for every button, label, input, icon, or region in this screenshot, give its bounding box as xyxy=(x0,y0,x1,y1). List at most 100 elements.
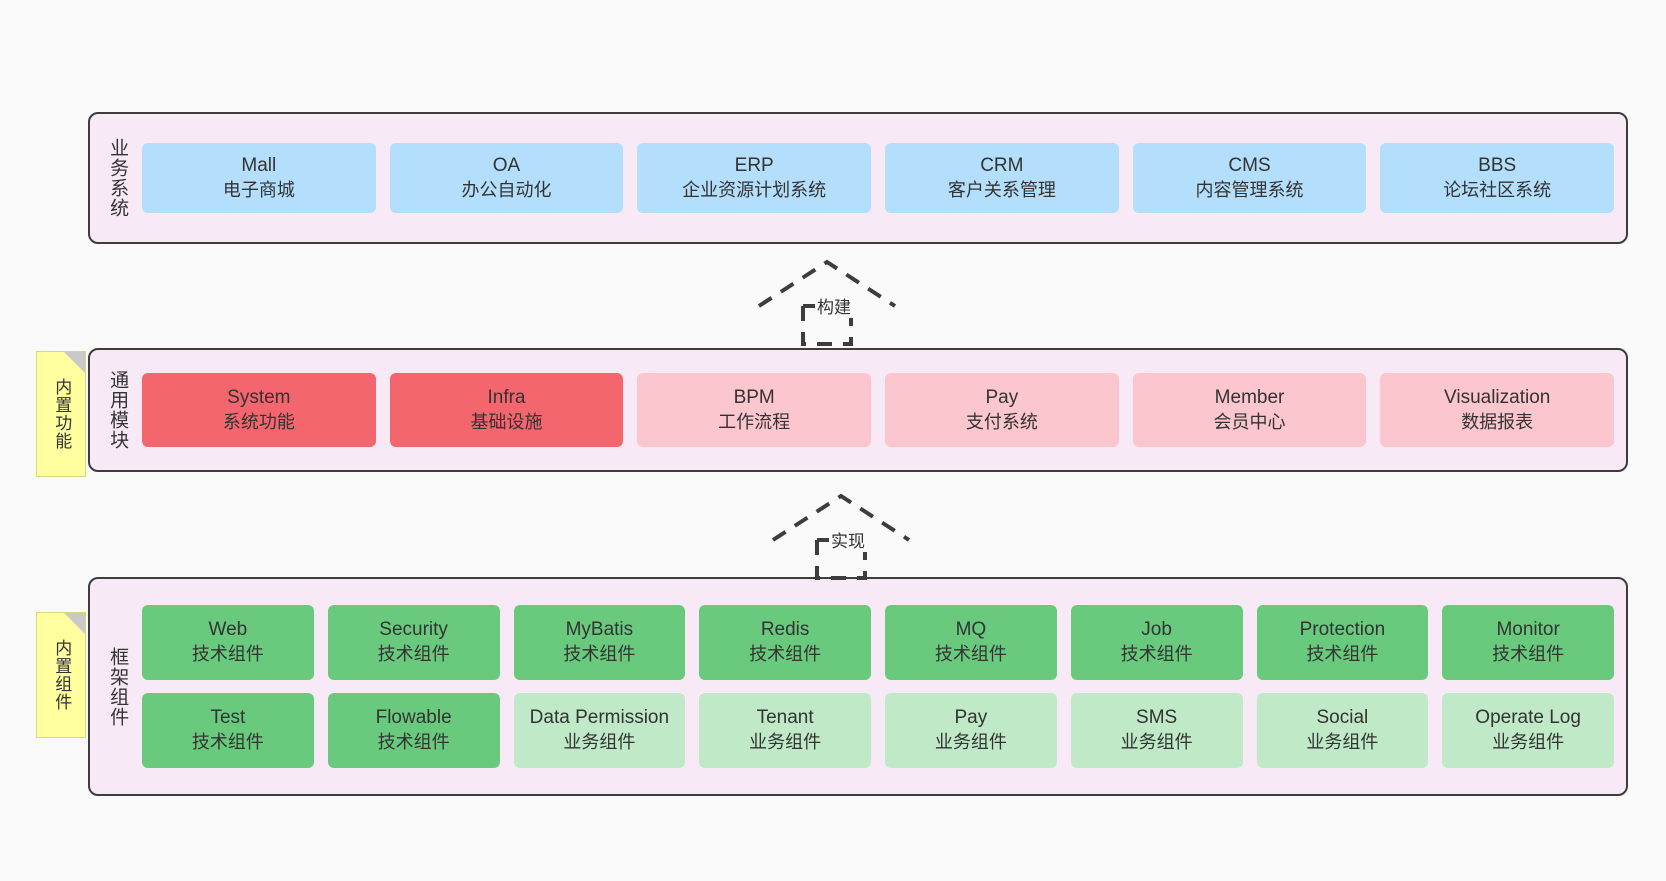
cell-mq[interactable]: MQ 技术组件 xyxy=(885,605,1057,680)
cell-operate-log-cn: 业务组件 xyxy=(1492,732,1565,753)
connector-implement-label: 实现 xyxy=(829,527,867,552)
cell-member-cn: 会员中心 xyxy=(1213,411,1286,432)
cell-bbs[interactable]: BBS 论坛社区系统 xyxy=(1380,143,1615,213)
cell-redis-cn: 技术组件 xyxy=(749,644,822,665)
cell-sms-cn: 业务组件 xyxy=(1120,732,1193,753)
cell-data-permission-en: Data Permission xyxy=(529,707,670,729)
cell-cms-cn: 内容管理系统 xyxy=(1195,179,1304,200)
cell-visualization-en: Visualization xyxy=(1444,386,1551,408)
cell-redis[interactable]: Redis 技术组件 xyxy=(699,605,871,680)
page-fold-icon xyxy=(64,613,85,634)
cell-erp-en: ERP xyxy=(734,154,774,176)
cell-social-en: Social xyxy=(1316,707,1369,729)
cell-bpm-en: BPM xyxy=(733,386,775,408)
cell-oa-cn: 办公自动化 xyxy=(461,179,552,200)
cell-tenant-cn: 业务组件 xyxy=(749,732,822,753)
cell-test-en: Test xyxy=(210,707,246,729)
cell-cms-en: CMS xyxy=(1228,154,1271,176)
cell-social[interactable]: Social 业务组件 xyxy=(1256,693,1429,768)
cell-tenant-en: Tenant xyxy=(756,707,814,729)
row-framework-2: Test 技术组件 Flowable 技术组件 Data Permission … xyxy=(142,693,1614,768)
cell-infra-cn: 基础设施 xyxy=(470,411,543,432)
cell-mall-en: Mall xyxy=(241,154,277,176)
cell-mall[interactable]: Mall 电子商城 xyxy=(142,143,376,213)
cell-crm-en: CRM xyxy=(980,154,1024,176)
cell-erp[interactable]: ERP 企业资源计划系统 xyxy=(637,143,872,213)
cell-sms[interactable]: SMS 业务组件 xyxy=(1070,693,1243,768)
cell-protection-en: Protection xyxy=(1299,619,1386,641)
cell-pay-component-en: Pay xyxy=(954,707,988,729)
row-common-1: System 系统功能 Infra 基础设施 BPM 工作流程 Pay 支付系统… xyxy=(142,373,1615,447)
cell-monitor-cn: 技术组件 xyxy=(1492,644,1565,665)
layer-common-module: 通用模块 System 系统功能 Infra 基础设施 BPM 工作流程 Pay… xyxy=(88,348,1628,472)
cell-security[interactable]: Security 技术组件 xyxy=(327,605,500,680)
sticky-note-builtin-function-label: 内置功能 xyxy=(52,378,72,450)
cell-mall-cn: 电子商城 xyxy=(222,179,295,200)
connector-implement: 实现 xyxy=(771,492,911,580)
layer-common-cells: System 系统功能 Infra 基础设施 BPM 工作流程 Pay 支付系统… xyxy=(132,360,1615,460)
cell-flowable-en: Flowable xyxy=(375,707,452,729)
cell-mq-cn: 技术组件 xyxy=(934,644,1007,665)
cell-bpm[interactable]: BPM 工作流程 xyxy=(637,373,872,447)
cell-data-permission-cn: 业务组件 xyxy=(563,732,636,753)
cell-monitor-en: Monitor xyxy=(1496,619,1560,641)
cell-mq-en: MQ xyxy=(955,619,987,641)
cell-security-en: Security xyxy=(379,619,448,641)
cell-system-en: System xyxy=(227,386,291,408)
cell-infra-en: Infra xyxy=(487,386,526,408)
cell-tenant[interactable]: Tenant 业务组件 xyxy=(699,693,871,768)
cell-web-cn: 技术组件 xyxy=(191,644,264,665)
cell-erp-cn: 企业资源计划系统 xyxy=(682,179,827,200)
cell-system[interactable]: System 系统功能 xyxy=(142,373,376,447)
layer-business-cells: Mall 电子商城 OA 办公自动化 ERP 企业资源计划系统 CRM 客户关系… xyxy=(132,124,1615,232)
cell-mybatis[interactable]: MyBatis 技术组件 xyxy=(513,605,686,680)
cell-oa[interactable]: OA 办公自动化 xyxy=(389,143,624,213)
cell-visualization[interactable]: Visualization 数据报表 xyxy=(1380,373,1615,447)
cell-oa-en: OA xyxy=(492,154,521,176)
cell-job-en: Job xyxy=(1141,619,1172,641)
cell-protection-cn: 技术组件 xyxy=(1306,644,1379,665)
cell-job[interactable]: Job 技术组件 xyxy=(1070,605,1243,680)
sticky-note-builtin-component-label: 内置组件 xyxy=(52,639,72,711)
cell-security-cn: 技术组件 xyxy=(377,644,450,665)
cell-job-cn: 技术组件 xyxy=(1120,644,1193,665)
cell-cms[interactable]: CMS 内容管理系统 xyxy=(1132,143,1367,213)
cell-test-cn: 技术组件 xyxy=(191,732,264,753)
connector-build-label: 构建 xyxy=(815,293,853,318)
cell-operate-log[interactable]: Operate Log 业务组件 xyxy=(1442,693,1614,768)
cell-infra[interactable]: Infra 基础设施 xyxy=(389,373,624,447)
layer-framework-cells: Web 技术组件 Security 技术组件 MyBatis 技术组件 Redi… xyxy=(132,589,1614,784)
row-framework-1: Web 技术组件 Security 技术组件 MyBatis 技术组件 Redi… xyxy=(142,605,1614,680)
cell-pay-cn: 支付系统 xyxy=(965,411,1038,432)
cell-bbs-cn: 论坛社区系统 xyxy=(1443,179,1552,200)
cell-test[interactable]: Test 技术组件 xyxy=(142,693,314,768)
cell-flowable[interactable]: Flowable 技术组件 xyxy=(327,693,500,768)
sticky-note-builtin-function: 内置功能 xyxy=(36,351,86,477)
layer-business-system: 业务系统 Mall 电子商城 OA 办公自动化 ERP 企业资源计划系统 CRM… xyxy=(88,112,1628,244)
cell-mybatis-en: MyBatis xyxy=(565,619,634,641)
cell-flowable-cn: 技术组件 xyxy=(377,732,450,753)
cell-protection[interactable]: Protection 技术组件 xyxy=(1256,605,1429,680)
cell-member[interactable]: Member 会员中心 xyxy=(1132,373,1367,447)
page-fold-icon xyxy=(64,352,85,373)
row-business-1: Mall 电子商城 OA 办公自动化 ERP 企业资源计划系统 CRM 客户关系… xyxy=(142,143,1615,213)
cell-data-permission[interactable]: Data Permission 业务组件 xyxy=(513,693,686,768)
cell-pay-component-cn: 业务组件 xyxy=(934,732,1007,753)
cell-monitor[interactable]: Monitor 技术组件 xyxy=(1442,605,1614,680)
cell-web[interactable]: Web 技术组件 xyxy=(142,605,314,680)
cell-system-cn: 系统功能 xyxy=(222,411,295,432)
layer-title-common-module: 通用模块 xyxy=(107,370,129,450)
cell-pay-en: Pay xyxy=(985,386,1019,408)
cell-pay[interactable]: Pay 支付系统 xyxy=(885,373,1119,447)
cell-sms-en: SMS xyxy=(1136,707,1178,729)
cell-mybatis-cn: 技术组件 xyxy=(563,644,636,665)
cell-crm-cn: 客户关系管理 xyxy=(947,179,1056,200)
cell-member-en: Member xyxy=(1214,386,1285,408)
cell-bbs-en: BBS xyxy=(1478,154,1517,176)
cell-pay-component[interactable]: Pay 业务组件 xyxy=(885,693,1057,768)
cell-redis-en: Redis xyxy=(760,619,810,641)
cell-operate-log-en: Operate Log xyxy=(1475,707,1581,729)
connector-build: 构建 xyxy=(757,258,897,346)
cell-crm[interactable]: CRM 客户关系管理 xyxy=(885,143,1119,213)
